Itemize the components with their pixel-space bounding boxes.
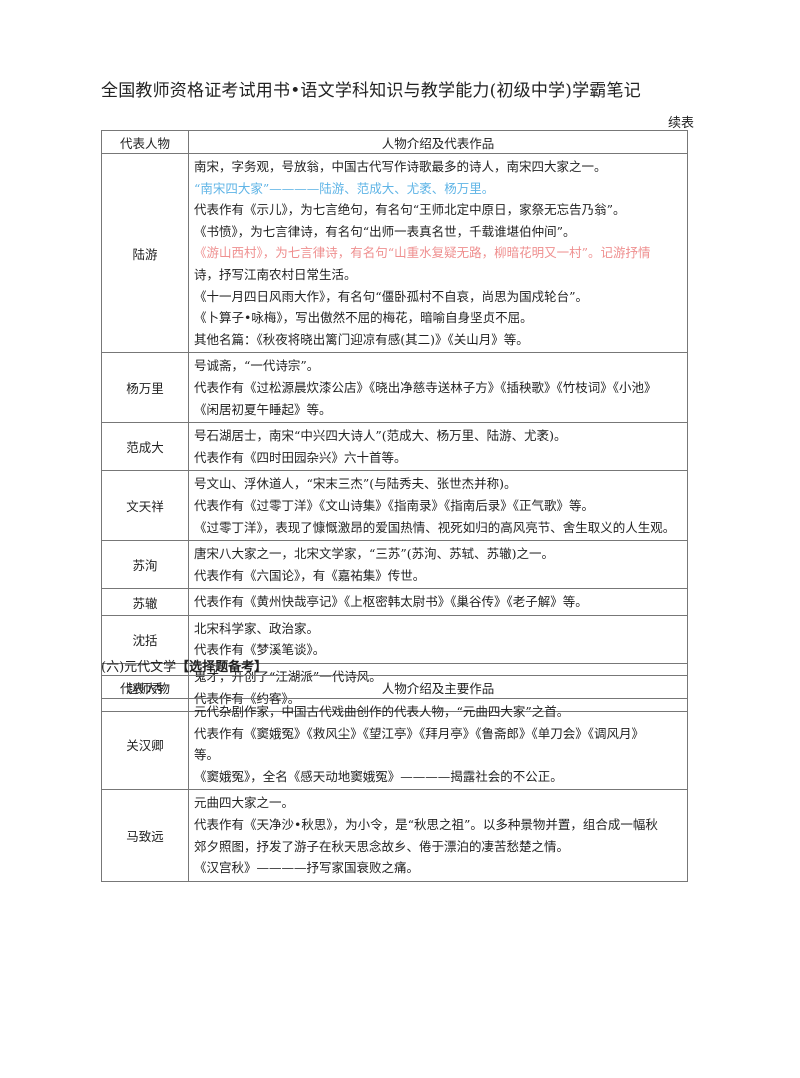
column-header-intro: 人物介绍及代表作品 bbox=[188, 130, 688, 154]
figure-description: 元曲四大家之一。代表作有《天净沙•秋思》，为小令，是“秋思之祖”。以多种景物并置… bbox=[188, 789, 688, 882]
description-line: 代表作有《天净沙•秋思》，为小令，是“秋思之祖”。以多种景物并置，组合成一幅秋 bbox=[194, 816, 658, 832]
table-row: 沈括北宋科学家、政治家。代表作有《梦溪笔谈》。 bbox=[101, 614, 688, 665]
page-title: 全国教师资格证考试用书•语文学科知识与教学能力(初级中学)学霸笔记 bbox=[101, 81, 641, 101]
figure-name: 苏辙 bbox=[101, 588, 189, 616]
figure-name: 关汉卿 bbox=[101, 697, 189, 791]
description-line: 号文山、浮休道人，“宋末三杰”(与陆秀夫、张世杰并称)。 bbox=[194, 476, 517, 492]
figure-name: 文天祥 bbox=[101, 470, 189, 542]
description-line: 《过零丁洋》，表现了慷慨激昂的爱国热情、视死如归的高风亮节、舍生取义的人生观。 bbox=[194, 519, 676, 535]
table-row: 范成大号石湖居士，南宋“中兴四大诗人”(范成大、杨万里、陆游、尤袤)。代表作有《… bbox=[101, 422, 688, 472]
section-tag: 【选择题备考】 bbox=[176, 660, 268, 675]
figure-name: 陆游 bbox=[101, 152, 189, 354]
description-line: 郊夕照图，抒发了游子在秋天思念故乡、倦于漂泊的凄苦愁楚之情。 bbox=[194, 838, 570, 854]
figure-description: 唐宋八大家之一，北宋文学家，“三苏”(苏洵、苏轼、苏辙)之一。代表作有《六国论》… bbox=[188, 540, 688, 590]
description-line: 代表作有《六国论》，有《嘉祐集》传世。 bbox=[194, 567, 426, 583]
figure-name: 杨万里 bbox=[101, 352, 189, 424]
table-row: 关汉卿元代杂剧作家，中国古代戏曲创作的代表人物，“元曲四大家”之首。代表作有《窦… bbox=[101, 697, 688, 791]
figure-description: 北宋科学家、政治家。代表作有《梦溪笔谈》。 bbox=[188, 614, 688, 665]
table-row: 马致远元曲四大家之一。代表作有《天净沙•秋思》，为小令，是“秋思之祖”。以多种景… bbox=[101, 789, 688, 882]
figure-description: 代表作有《黄州快哉亭记》《上枢密韩太尉书》《巢谷传》《老子解》等。 bbox=[188, 588, 688, 616]
description-line: 其他名篇：《秋夜将晓出篱门迎凉有感(其二)》《关山月》等。 bbox=[194, 331, 529, 347]
figure-description: 号诚斋，“一代诗宗”。代表作有《过松源晨炊漆公店》《晓出净慈寺送林子方》《插秧歌… bbox=[188, 352, 688, 424]
figure-name: 马致远 bbox=[101, 789, 189, 882]
description-line: 代表作有《窦娥冤》《救风尘》《望江亭》《拜月亭》《鲁斋郎》《单刀会》《调风月》 bbox=[194, 725, 645, 741]
song-poets-table: 代表人物 人物介绍及代表作品 陆游南宋，字务观，号放翁，中国古代写作诗歌最多的诗… bbox=[101, 130, 688, 713]
description-line: 等。 bbox=[194, 747, 220, 763]
table-header-row: 代表人物 人物介绍及代表作品 bbox=[101, 130, 688, 154]
table-row: 文天祥号文山、浮休道人，“宋末三杰”(与陆秀夫、张世杰并称)。代表作有《过零丁洋… bbox=[101, 470, 688, 542]
section-heading: (六)元代文学【选择题备考】 bbox=[101, 656, 267, 675]
description-line: “南宋四大家”————陆游、范成大、尤袤、杨万里。 bbox=[194, 180, 495, 196]
figure-description: 号石湖居士，南宋“中兴四大诗人”(范成大、杨万里、陆游、尤袤)。代表作有《四时田… bbox=[188, 422, 688, 472]
description-line: 代表作有《过零丁洋》《文山诗集》《指南录》《指南后录》《正气歌》等。 bbox=[194, 497, 595, 513]
description-line: 《卜算子•咏梅》，写出傲然不屈的梅花，暗喻自身坚贞不屈。 bbox=[194, 310, 533, 326]
table-row: 苏辙代表作有《黄州快哉亭记》《上枢密韩太尉书》《巢谷传》《老子解》等。 bbox=[101, 588, 688, 616]
description-line: 代表作有《示儿》，为七言绝句，有名句“王师北定中原日，家祭无忘告乃翁”。 bbox=[194, 202, 626, 218]
table-header-row: 代表人物 人物介绍及主要作品 bbox=[101, 675, 688, 699]
figure-description: 号文山、浮休道人，“宋末三杰”(与陆秀夫、张世杰并称)。代表作有《过零丁洋》《文… bbox=[188, 470, 688, 542]
description-line: 元代杂剧作家，中国古代戏曲创作的代表人物，“元曲四大家”之首。 bbox=[194, 704, 570, 719]
continued-label: 续表 bbox=[667, 116, 694, 131]
section-title: (六)元代文学 bbox=[101, 660, 177, 675]
column-header-figure: 代表人物 bbox=[101, 675, 189, 699]
column-header-figure: 代表人物 bbox=[101, 130, 189, 154]
yuan-authors-table: 代表人物 人物介绍及主要作品 关汉卿元代杂剧作家，中国古代戏曲创作的代表人物，“… bbox=[101, 675, 688, 882]
description-line: 代表作有《过松源晨炊漆公店》《晓出净慈寺送林子方》《插秧歌》《竹枝词》《小池》 bbox=[194, 379, 657, 395]
description-line: 元曲四大家之一。 bbox=[194, 795, 295, 811]
description-line: 《十一月四日风雨大作》，有名句“僵卧孤村不自哀，尚思为国戍轮台”。 bbox=[194, 288, 589, 304]
figure-name: 沈括 bbox=[101, 614, 189, 665]
description-line: 北宋科学家、政治家。 bbox=[194, 620, 320, 636]
figure-description: 南宋，字务观，号放翁，中国古代写作诗歌最多的诗人，南宋四大家之一。 “南宋四大家”… bbox=[188, 152, 688, 354]
description-line: 诗，抒写江南农村日常生活。 bbox=[194, 266, 357, 282]
figure-name: 苏洵 bbox=[101, 540, 189, 590]
figure-description: 元代杂剧作家，中国古代戏曲创作的代表人物，“元曲四大家”之首。代表作有《窦娥冤》… bbox=[188, 697, 688, 791]
figure-name: 范成大 bbox=[101, 422, 189, 472]
description-line: 《书愤》，为七言律诗，有名句“出师一表真名世，千载谁堪伯仲间”。 bbox=[194, 223, 576, 239]
description-line: 号诚斋，“一代诗宗”。 bbox=[194, 358, 320, 374]
description-line: 代表作有《四时田园杂兴》六十首等。 bbox=[194, 449, 407, 465]
description-line: 《窦娥冤》，全名《感天动地窦娥冤》————揭露社会的不公正。 bbox=[194, 768, 563, 784]
description-line: 《汉宫秋》————抒写家国衰败之痛。 bbox=[194, 860, 420, 876]
description-line: 代表作有《黄州快哉亭记》《上枢密韩太尉书》《巢谷传》《老子解》等。 bbox=[194, 594, 588, 610]
description-line: 代表作有《梦溪笔谈》。 bbox=[194, 642, 326, 658]
table-row: 苏洵唐宋八大家之一，北宋文学家，“三苏”(苏洵、苏轼、苏辙)之一。代表作有《六国… bbox=[101, 540, 688, 590]
description-line: 南宋，字务观，号放翁，中国古代写作诗歌最多的诗人，南宋四大家之一。 bbox=[194, 159, 607, 174]
column-header-intro: 人物介绍及主要作品 bbox=[188, 675, 688, 699]
description-line: 《游山西村》，为七言律诗，有名句“山重水复疑无路，柳暗花明又一村”。记游抒情 bbox=[194, 245, 651, 261]
description-line: 号石湖居士，南宋“中兴四大诗人”(范成大、杨万里、陆游、尤袤)。 bbox=[194, 428, 567, 444]
description-line: 唐宋八大家之一，北宋文学家，“三苏”(苏洵、苏轼、苏辙)之一。 bbox=[194, 546, 555, 562]
table-row: 陆游南宋，字务观，号放翁，中国古代写作诗歌最多的诗人，南宋四大家之一。 “南宋四大… bbox=[101, 152, 688, 354]
table-row: 杨万里号诚斋，“一代诗宗”。代表作有《过松源晨炊漆公店》《晓出净慈寺送林子方》《… bbox=[101, 352, 688, 424]
description-line: 《闲居初夏午睡起》等。 bbox=[194, 401, 332, 417]
